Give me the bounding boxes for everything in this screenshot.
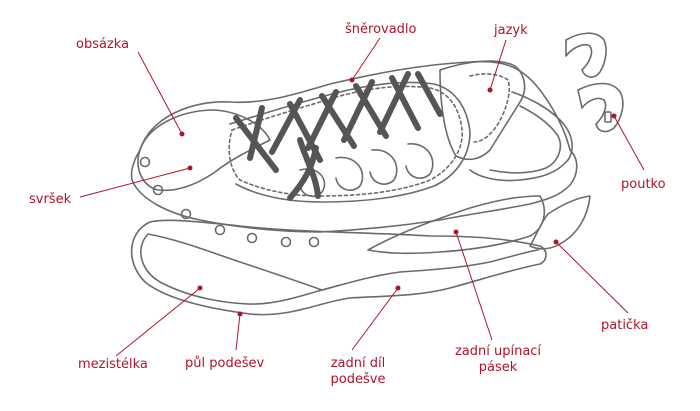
- label-jazyk: jazyk: [494, 23, 528, 39]
- label-zadni-upinaci-line2: pásek: [448, 360, 548, 376]
- label-snerovadlo: šněrovadlo: [345, 22, 417, 38]
- label-poutko: poutko: [621, 177, 666, 193]
- tongue-outline: [440, 61, 525, 159]
- label-zadni-dil-podesve: zadní díl podešve: [318, 356, 398, 388]
- pull-tab-bottom: [578, 84, 623, 132]
- label-zadni-upinaci-line1: zadní upínací: [448, 344, 548, 360]
- rear-sole-part: [322, 250, 538, 290]
- label-pul-podesev: půl podešev: [185, 356, 264, 372]
- leader-paticka: [556, 242, 628, 313]
- heel-counter-outline: [530, 196, 590, 249]
- label-zadni-dil-line1: zadní díl: [318, 356, 398, 372]
- collar-outline: [470, 92, 572, 181]
- leader-poutko: [614, 116, 644, 170]
- leader-mezistelka: [116, 288, 200, 356]
- leader-pul-podesev: [236, 314, 240, 350]
- leader-jazyk: [490, 40, 506, 90]
- label-mezistelka: mezistélka: [78, 357, 148, 373]
- midsole-outline: [132, 220, 546, 314]
- label-svrsek: svršek: [29, 192, 71, 208]
- label-zadni-upinaci-pasek: zadní upínací pásek: [448, 344, 548, 376]
- heel-strap-outline: [368, 196, 544, 253]
- half-sole-outline: [141, 234, 322, 304]
- leader-svrsek: [80, 168, 190, 197]
- label-paticka: patička: [601, 318, 648, 334]
- shoelace: [236, 74, 440, 198]
- label-zadni-dil-line2: podešve: [318, 372, 398, 388]
- label-obsazka: obsázka: [76, 37, 129, 53]
- pull-tab-top: [566, 33, 606, 77]
